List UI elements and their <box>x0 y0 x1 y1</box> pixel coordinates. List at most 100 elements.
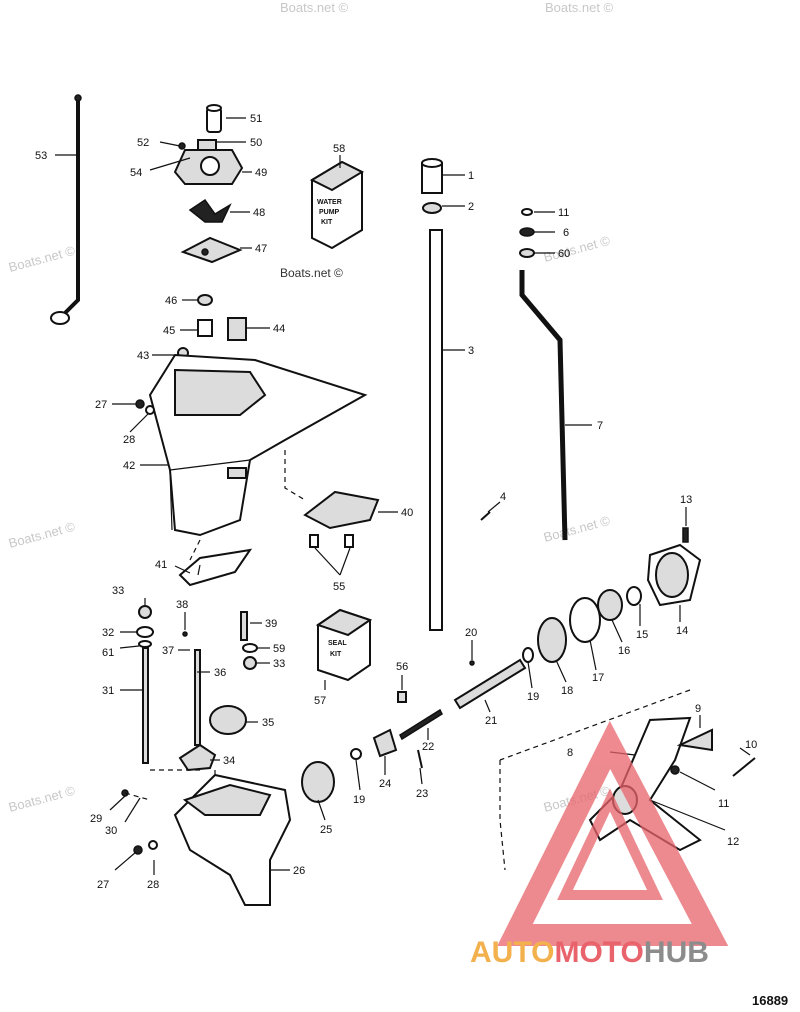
callout-48: 48 <box>253 207 265 219</box>
callout-11: 11 <box>718 798 729 810</box>
part-shift-rod <box>50 94 82 325</box>
callout-4: 4 <box>500 491 506 503</box>
small-parts-upper <box>177 294 247 359</box>
callout-numbers: 51 50 52 54 49 48 47 46 45 44 43 27 28 4… <box>35 113 757 891</box>
callout-57: 57 <box>314 695 326 707</box>
callout-34: 34 <box>223 755 235 767</box>
callout-41: 41 <box>155 559 167 571</box>
water-pump-assembly <box>173 104 244 264</box>
part-gearcase <box>173 770 292 906</box>
callout-56: 56 <box>396 661 408 673</box>
callout-60: 60 <box>558 248 570 260</box>
callout-39: 39 <box>265 618 277 630</box>
kit-label: WATER <box>317 199 342 206</box>
callout-14: 14 <box>676 625 688 637</box>
watermark: Boats.net © <box>280 266 343 280</box>
callout-29: 29 <box>90 813 102 825</box>
callout-44: 44 <box>273 323 285 335</box>
callout-12: 12 <box>727 836 739 848</box>
callout-31: 31 <box>102 685 114 697</box>
callout-2: 2 <box>468 201 474 213</box>
part-seal-kit: SEAL KIT <box>315 608 407 703</box>
callout-59: 59 <box>273 643 285 655</box>
callout-26: 26 <box>293 865 305 877</box>
kit-label: KIT <box>321 219 333 226</box>
callout-10: 10 <box>745 739 757 751</box>
part-driveshaft <box>421 158 491 631</box>
callout-15: 15 <box>636 629 648 641</box>
callout-47: 47 <box>255 243 267 255</box>
callout-9: 9 <box>695 703 701 715</box>
callout-21: 21 <box>485 715 497 727</box>
callout-37: 37 <box>162 645 174 657</box>
callout-28: 28 <box>123 434 135 446</box>
watermark: Boats.net © <box>7 783 77 815</box>
callout-42: 42 <box>123 460 135 472</box>
watermark: Boats.net © <box>542 233 612 265</box>
callout-40: 40 <box>401 507 413 519</box>
kit-label: KIT <box>330 651 342 658</box>
callout-8: 8 <box>567 747 573 759</box>
leader-lines <box>55 117 751 875</box>
callout-13: 13 <box>680 494 692 506</box>
logo-text-moto: MOTO <box>554 936 643 969</box>
watermark: Boats.net © <box>280 0 349 15</box>
callout-38: 38 <box>176 599 188 611</box>
callout-22: 22 <box>422 741 434 753</box>
callout-7: 7 <box>597 420 603 432</box>
callout-50: 50 <box>250 137 262 149</box>
diagram-id: 16889 <box>752 993 788 1008</box>
callout-20: 20 <box>465 627 477 639</box>
gear-assembly <box>399 617 567 741</box>
callout-55: 55 <box>333 581 345 593</box>
callout-17: 17 <box>592 672 604 684</box>
logo-text-auto: AUTO <box>470 936 554 969</box>
callout-33: 33 <box>273 658 285 670</box>
callout-25: 25 <box>320 824 332 836</box>
watermark: Boats.net © <box>7 519 77 551</box>
callout-18: 18 <box>561 685 573 697</box>
automotohub-logo <box>497 720 729 946</box>
part-driveshaft-housing <box>148 353 368 537</box>
callout-1: 1 <box>468 170 474 182</box>
callout-23: 23 <box>416 788 428 800</box>
callout-6: 6 <box>563 227 569 239</box>
callout-35: 35 <box>262 717 274 729</box>
callout-27: 27 <box>95 399 107 411</box>
part-shift-shaft <box>519 208 568 541</box>
callout-49: 49 <box>255 167 267 179</box>
callout-24: 24 <box>379 778 391 790</box>
forward-gear-assembly <box>301 728 423 803</box>
callout-32: 32 <box>102 627 114 639</box>
callout-53: 53 <box>35 150 47 162</box>
callout-43: 43 <box>137 350 149 362</box>
kit-label: SEAL <box>328 640 347 647</box>
part-water-pump-kit: WATER PUMP KIT <box>309 160 365 250</box>
callout-16: 16 <box>618 645 630 657</box>
callout-28: 28 <box>147 879 159 891</box>
callout-52: 52 <box>137 137 149 149</box>
callout-58: 58 <box>333 143 345 155</box>
logo-text: AUTOMOTOHUB <box>470 936 709 969</box>
bearing-carrier-assembly <box>569 527 702 643</box>
watermark: Boats.net © <box>545 0 614 15</box>
callout-54: 54 <box>130 167 142 179</box>
callout-11: 11 <box>558 207 569 219</box>
callout-3: 3 <box>468 345 474 357</box>
kit-label: PUMP <box>319 209 340 216</box>
callout-30: 30 <box>105 825 117 837</box>
callout-46: 46 <box>165 295 177 307</box>
watermark: Boats.net © <box>542 513 612 545</box>
callout-36: 36 <box>214 667 226 679</box>
callout-27: 27 <box>97 879 109 891</box>
callout-33: 33 <box>112 585 124 597</box>
watermark: Boats.net © <box>7 243 77 275</box>
callout-45: 45 <box>163 325 175 337</box>
logo-text-hub: HUB <box>644 936 709 969</box>
callout-19: 19 <box>353 794 365 806</box>
part-40-bracket <box>303 490 380 548</box>
studs-and-nuts <box>136 605 258 764</box>
callout-19: 19 <box>527 691 539 703</box>
